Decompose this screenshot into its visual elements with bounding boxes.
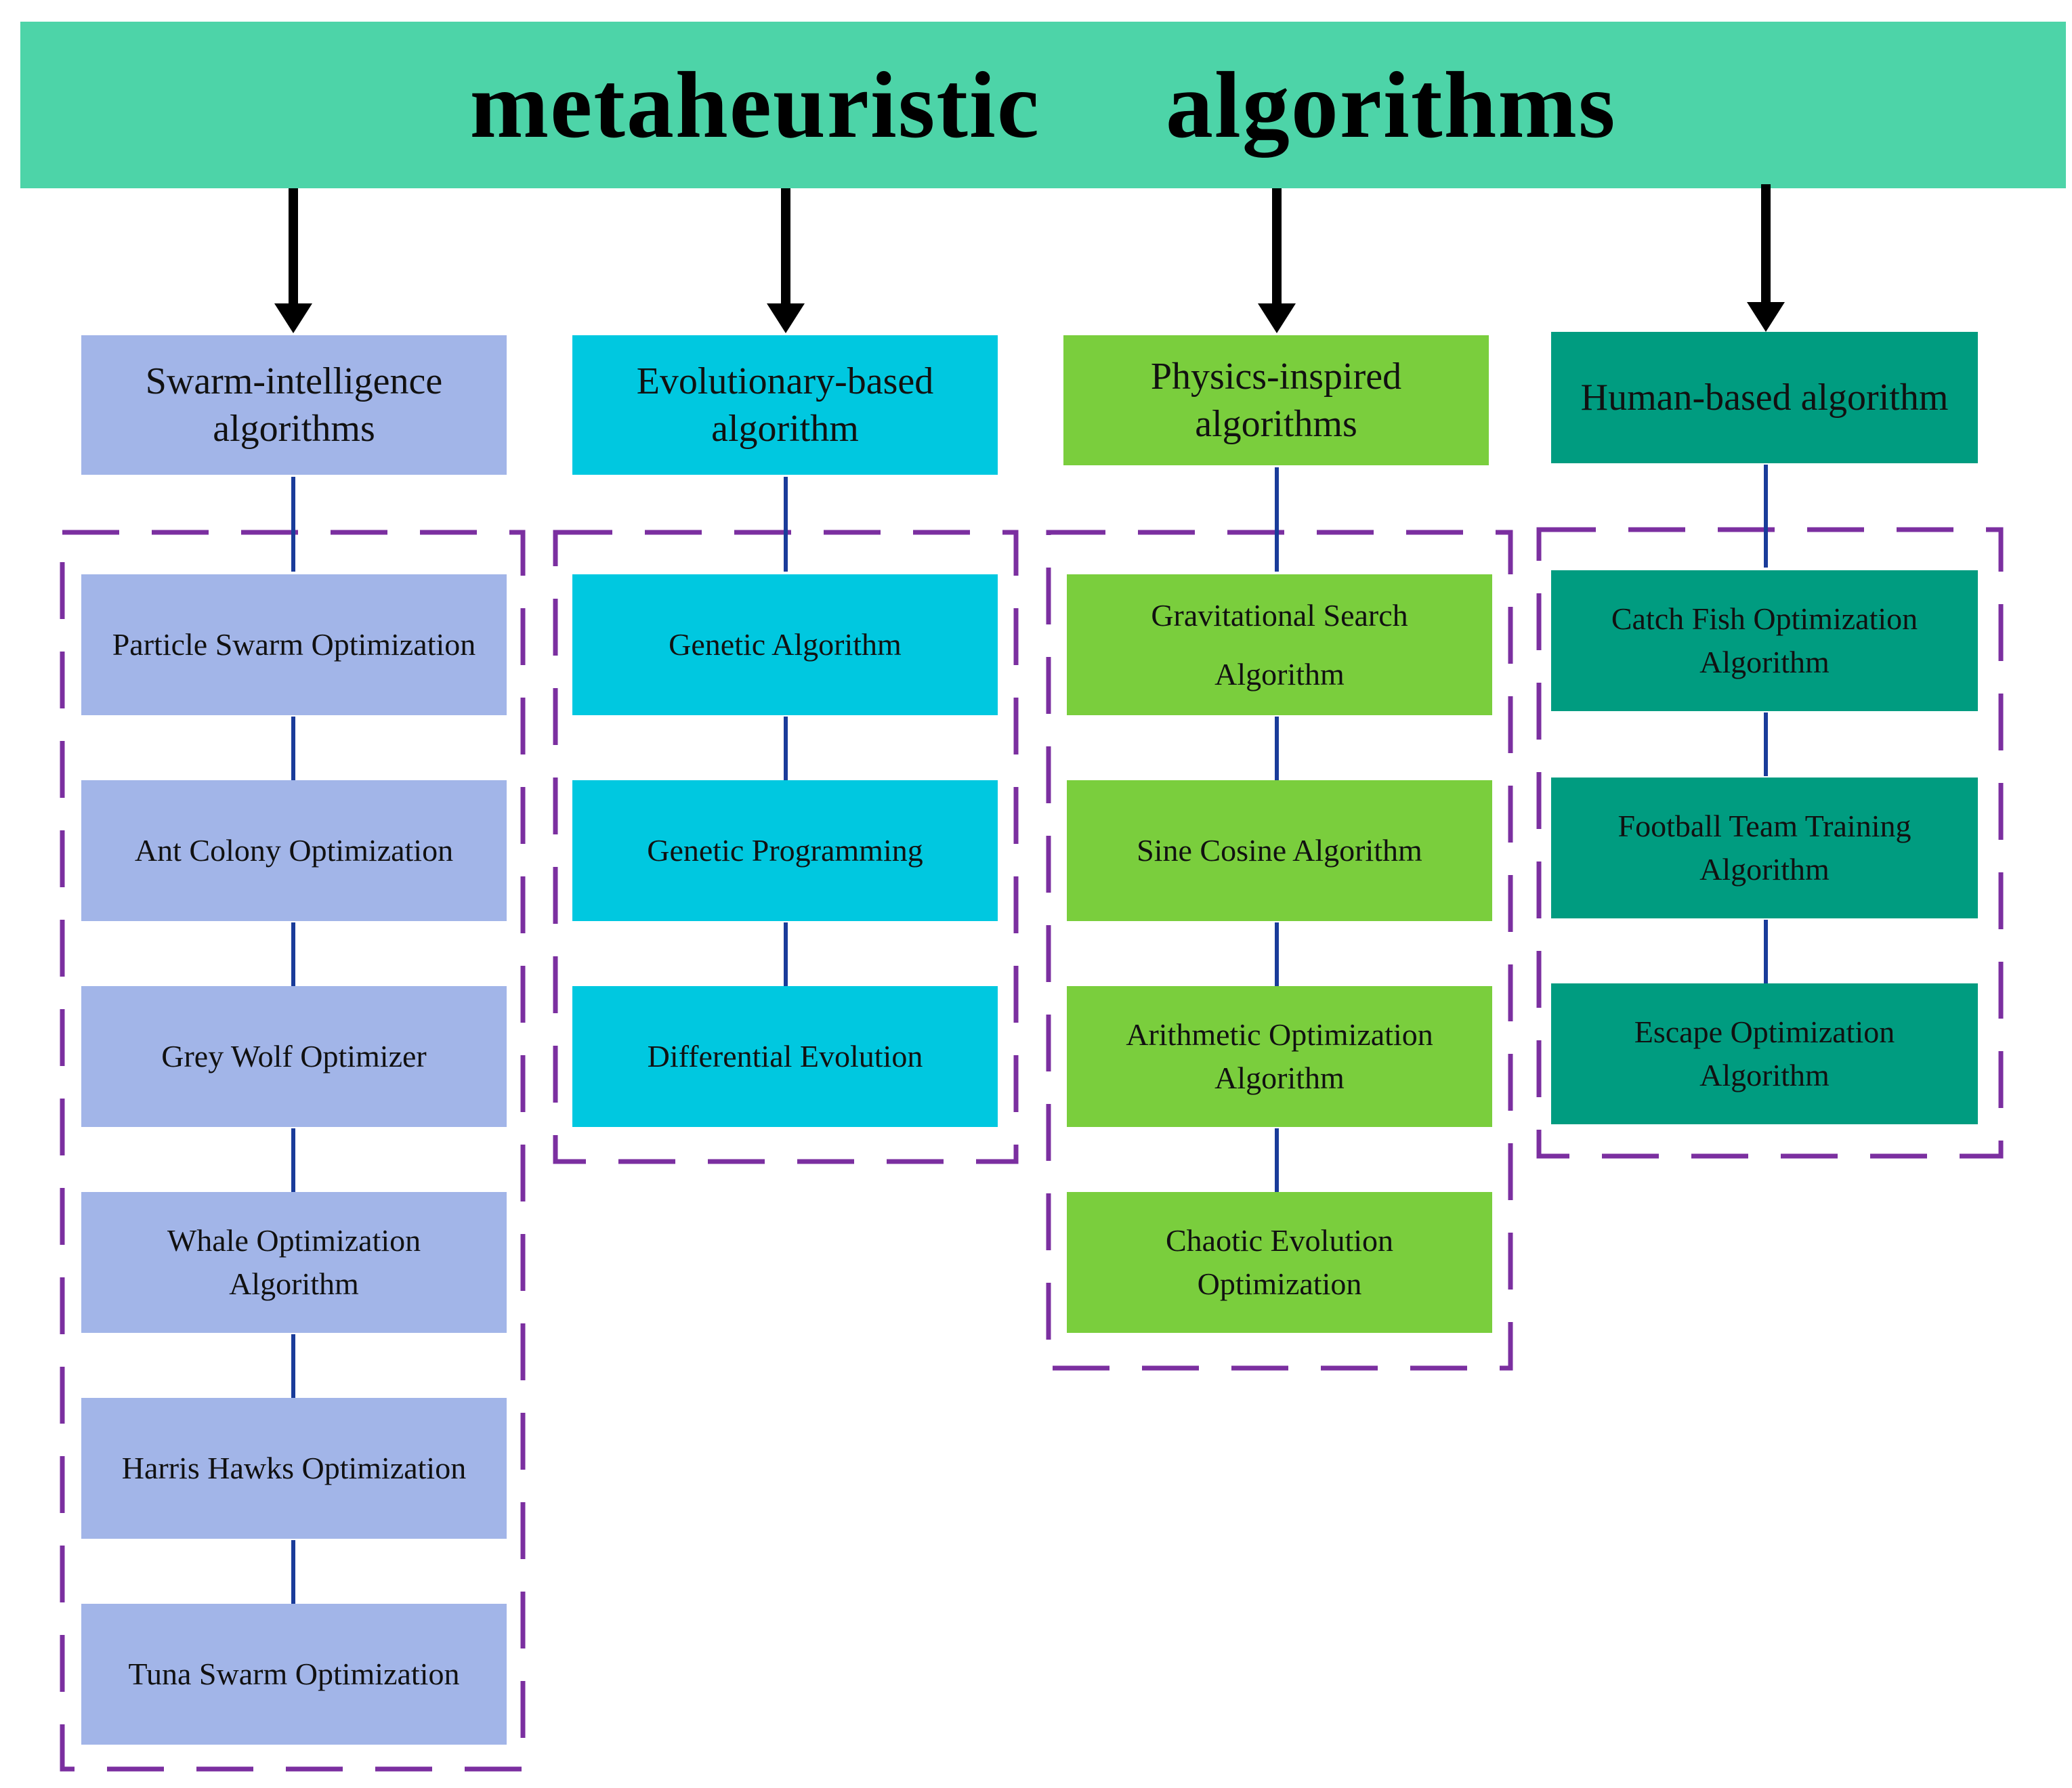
- category-evolutionary-label: Evolutionary-based algorithm: [636, 360, 934, 450]
- connector: [291, 717, 295, 780]
- algo-label: Tuna Swarm Optimization: [128, 1656, 460, 1691]
- algo-box-gwo: Grey Wolf Optimizer: [81, 986, 507, 1127]
- category-physics: Physics-inspired algorithms: [1063, 335, 1489, 465]
- connector: [1764, 465, 1768, 568]
- arrow-evolutionary: [767, 188, 805, 333]
- frame-physics: [1046, 530, 1513, 1371]
- connector: [1275, 1128, 1279, 1192]
- algo-label: Ant Colony Optimization: [134, 832, 454, 868]
- algo-box-eoa: Escape Optimization Algorithm: [1551, 983, 1978, 1124]
- algo-label: Genetic Algorithm: [669, 626, 902, 662]
- algo-label: Arithmetic Optimization Algorithm: [1126, 1017, 1433, 1095]
- connector: [291, 1128, 295, 1192]
- algo-box-hho: Harris Hawks Optimization: [81, 1398, 507, 1539]
- algo-box-aco: Ant Colony Optimization: [81, 780, 507, 921]
- algo-box-pso: Particle Swarm Optimization: [81, 574, 507, 715]
- algo-label: Grey Wolf Optimizer: [161, 1038, 427, 1073]
- frame-evolutionary: [553, 530, 1019, 1164]
- algo-box-cfoa: Catch Fish Optimization Algorithm: [1551, 570, 1978, 711]
- algo-label: Particle Swarm Optimization: [112, 626, 476, 662]
- frame-human: [1536, 527, 2004, 1159]
- algo-box-ceo: Chaotic Evolution Optimization: [1067, 1192, 1492, 1333]
- algo-box-gsa: Gravitational Search Algorithm: [1067, 574, 1492, 715]
- category-human: Human-based algorithm: [1551, 332, 1978, 463]
- category-swarm-label: Swarm-intelligence algorithms: [145, 360, 443, 450]
- connector: [291, 1334, 295, 1398]
- category-evolutionary: Evolutionary-based algorithm: [572, 335, 998, 475]
- algo-label: Sine Cosine Algorithm: [1137, 832, 1422, 868]
- connector: [291, 922, 295, 986]
- connector: [1275, 717, 1279, 780]
- algo-box-ftta: Football Team Training Algorithm: [1551, 778, 1978, 918]
- algo-box-woa: Whale Optimization Algorithm: [81, 1192, 507, 1333]
- algo-label: Genetic Programming: [647, 832, 923, 868]
- algo-box-de: Differential Evolution: [572, 986, 998, 1127]
- algo-label: Escape Optimization Algorithm: [1634, 1014, 1895, 1092]
- arrow-swarm: [274, 188, 312, 333]
- algo-box-ga: Genetic Algorithm: [572, 574, 998, 715]
- algo-box-aoa: Arithmetic Optimization Algorithm: [1067, 986, 1492, 1127]
- connector: [1764, 712, 1768, 776]
- diagram-title: metaheuristic algorithms: [469, 52, 1617, 158]
- arrow-physics: [1258, 188, 1296, 333]
- algo-label: Whale Optimization Algorithm: [167, 1222, 421, 1301]
- connector: [784, 477, 788, 572]
- connector: [291, 1540, 295, 1604]
- connector: [1275, 922, 1279, 986]
- connector: [784, 717, 788, 780]
- algo-label: Differential Evolution: [647, 1038, 923, 1073]
- algo-label: Football Team Training Algorithm: [1618, 808, 1911, 887]
- algo-label: Chaotic Evolution Optimization: [1165, 1222, 1393, 1301]
- category-swarm: Swarm-intelligence algorithms: [81, 335, 507, 475]
- title-banner: metaheuristic algorithms: [20, 22, 2066, 188]
- algo-box-sca: Sine Cosine Algorithm: [1067, 780, 1492, 921]
- category-human-label: Human-based algorithm: [1580, 377, 1949, 419]
- connector: [1764, 920, 1768, 983]
- category-physics-label: Physics-inspired algorithms: [1150, 356, 1402, 445]
- algo-box-tso: Tuna Swarm Optimization: [81, 1604, 507, 1745]
- connector: [784, 922, 788, 986]
- arrow-human: [1747, 184, 1785, 332]
- connector: [1275, 467, 1279, 572]
- algo-label: Gravitational Search Algorithm: [1151, 597, 1408, 691]
- algo-box-gp: Genetic Programming: [572, 780, 998, 921]
- algo-label: Harris Hawks Optimization: [121, 1450, 467, 1485]
- connector: [291, 477, 295, 572]
- algo-label: Catch Fish Optimization Algorithm: [1611, 601, 1918, 679]
